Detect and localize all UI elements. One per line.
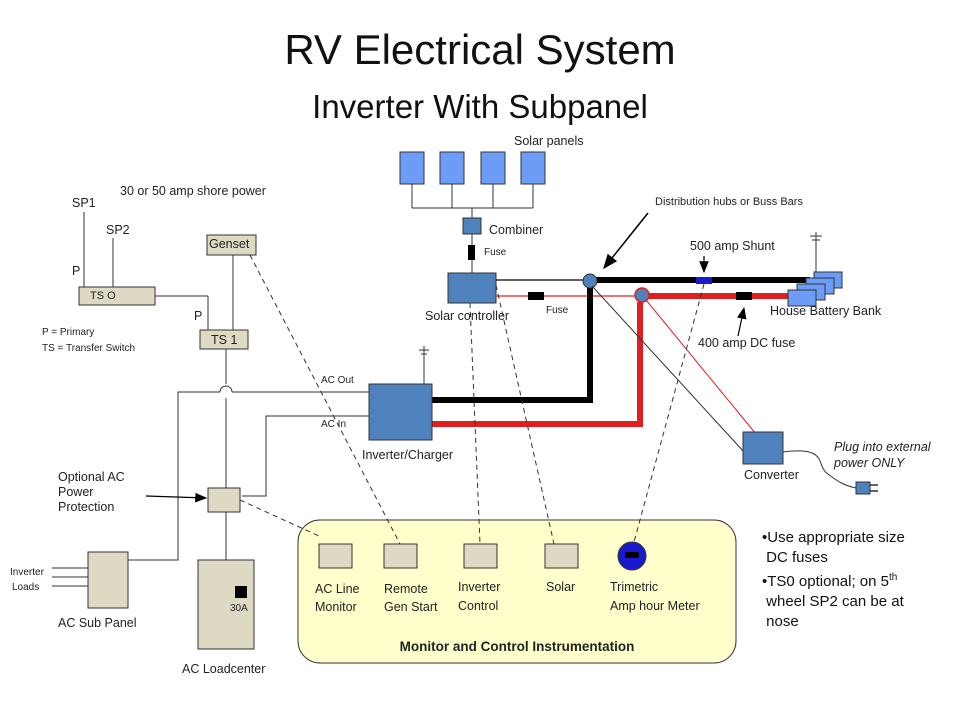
inverter-charger-box: [368, 383, 433, 441]
optional-protection-pointer: [145, 492, 208, 503]
plug-note-line1: Plug into external: [834, 440, 931, 454]
sp1-label: SP1: [72, 196, 96, 210]
ac-wiring: [52, 212, 369, 587]
solar-panel: [439, 151, 465, 185]
note-line: DC fuses: [762, 549, 828, 566]
breaker-30a: [235, 586, 247, 598]
shunt-label: 500 amp Shunt: [690, 239, 775, 253]
fuse-controller: [528, 292, 544, 300]
solar-controller-label: Solar controller: [425, 309, 510, 323]
sp2-label: SP2: [106, 223, 130, 237]
instrument-label-line2: Control: [458, 599, 499, 613]
primary-label-2: P: [194, 309, 203, 323]
note-line: •Use appropriate size: [762, 529, 905, 546]
ts0-box: [78, 286, 156, 306]
genset-box: [206, 234, 257, 256]
battery-ground-symbol: [810, 232, 822, 272]
fuse-label-top: Fuse: [484, 247, 507, 258]
distribution-hub-negative: [582, 273, 598, 289]
solar-wiring: [411, 184, 534, 273]
control-lines: [239, 254, 705, 545]
page-subtitle: Inverter With Subpanel: [312, 88, 648, 125]
instrument-label-line1: Remote: [384, 582, 428, 596]
dc-fuse-pointer: [737, 306, 747, 337]
distribution-pointer: [603, 212, 649, 270]
instrument-label-line1: AC Line: [315, 582, 360, 596]
inverter-loads-line2: Loads: [12, 582, 40, 593]
optional-ac-line1: Optional AC: [58, 470, 125, 484]
dc-fuse-label: 400 amp DC fuse: [698, 336, 796, 350]
ac-loadcenter-box: [197, 559, 255, 650]
optional-ac-line3: Protection: [58, 500, 115, 514]
solar-monitor-box: [544, 543, 579, 569]
distribution-hub-positive: [634, 287, 650, 303]
ts1-box: [199, 329, 249, 350]
ac-out-label: AC Out: [321, 375, 354, 386]
ac-sub-panel-label: AC Sub Panel: [58, 616, 137, 630]
note-line: nose: [762, 613, 799, 630]
ac-in-label: AC In: [321, 419, 347, 430]
trimetric-display: [625, 552, 639, 558]
instrument-label-line2: Amp hour Meter: [610, 599, 700, 613]
instrument-label-line1: Inverter: [458, 580, 501, 594]
dc-fuse-400a: [736, 292, 752, 300]
power-plug: [855, 481, 871, 495]
note-superscript: th: [889, 572, 898, 583]
ts0-label: TS O: [90, 290, 116, 302]
instrument-label-line2: Monitor: [315, 600, 357, 614]
note-text: •TS0 optional; on 5: [762, 573, 890, 590]
instrumentation-title: Monitor and Control Instrumentation: [399, 639, 635, 654]
plug-note-line2: power ONLY: [834, 456, 905, 470]
solar-panel: [399, 151, 425, 185]
instrument-label-line1: Trimetric: [610, 580, 659, 594]
converter-power-cord: [782, 450, 857, 489]
combiner-label: Combiner: [489, 223, 544, 237]
converter-label: Converter: [744, 468, 799, 482]
note-line: wheel SP2 can be at: [762, 593, 904, 610]
legend-transfer-switch: TS = Transfer Switch: [42, 343, 136, 354]
genset-label: Genset: [209, 237, 250, 251]
note-line: •TS0 optional; on 5th: [762, 568, 905, 592]
solar-panels-label: Solar panels: [514, 134, 584, 148]
legend-primary: P = Primary: [42, 327, 95, 338]
ac-loadcenter-label: AC Loadcenter: [182, 662, 266, 676]
converter-negative-wire: [591, 285, 745, 453]
ts1-label: TS 1: [211, 333, 238, 347]
converter-box: [742, 431, 784, 465]
ac-sub-panel-box: [87, 551, 129, 609]
inverter-loads-line1: Inverter: [10, 567, 44, 578]
inverter-ground-symbol: [419, 346, 429, 384]
inverter-charger-label: Inverter/Charger: [362, 448, 454, 462]
combiner-box: [462, 217, 482, 235]
distribution-label: Distribution hubs or Buss Bars: [655, 196, 803, 208]
house-battery-bank: [787, 271, 843, 307]
converter-positive-wire: [645, 299, 757, 435]
positive-bus: [432, 293, 800, 427]
remote-gen-start-box: [383, 543, 418, 569]
solar-panel-array: [399, 151, 546, 185]
notes-block: •Use appropriate size DC fuses •TS0 opti…: [762, 528, 905, 632]
solar-panel: [480, 151, 506, 185]
page-title: RV Electrical System: [284, 26, 676, 73]
breaker-30a-label: 30A: [230, 603, 248, 614]
ac-line-monitor-box: [318, 543, 353, 569]
solar-panel: [520, 151, 546, 185]
ac-protection-box: [207, 487, 241, 513]
house-battery-label: House Battery Bank: [770, 304, 882, 318]
shunt: [696, 277, 712, 284]
battery: [787, 289, 817, 307]
fuse-label-mid: Fuse: [546, 305, 569, 316]
optional-ac-line2: Power: [58, 485, 94, 499]
instrument-label-line2: Gen Start: [384, 600, 438, 614]
solar-controller-box: [447, 272, 497, 304]
primary-label-1: P: [72, 264, 81, 278]
inverter-control-box: [463, 543, 498, 569]
fuse-combiner: [468, 245, 475, 260]
instrument-label-line1: Solar: [546, 580, 576, 594]
shore-power-label: 30 or 50 amp shore power: [120, 184, 266, 198]
